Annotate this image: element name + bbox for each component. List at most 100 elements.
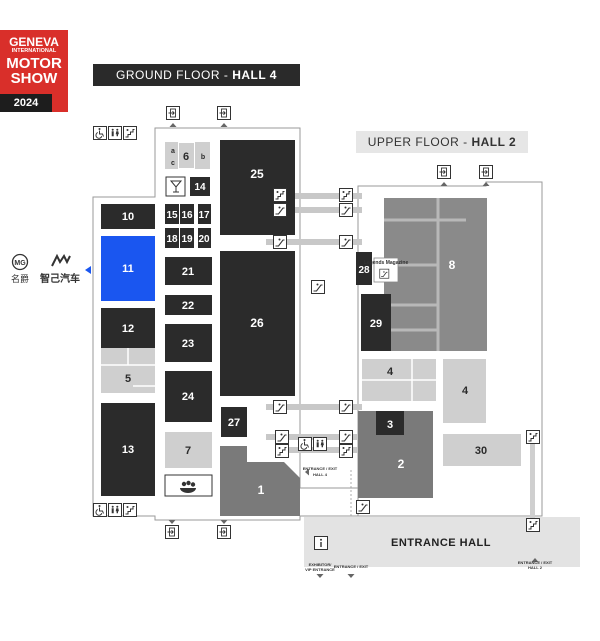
stairs-icon	[526, 430, 540, 444]
stand-25-block[interactable]	[220, 140, 295, 235]
stairs-icon	[275, 444, 289, 458]
upper-floor-label: UPPER FLOOR -	[367, 135, 472, 149]
ground-floor-banner: GROUND FLOOR - HALL 4	[93, 64, 300, 86]
stand-22-block[interactable]	[165, 295, 212, 315]
stand-29-block[interactable]	[361, 294, 391, 351]
exit-door-icon[interactable]	[165, 525, 179, 539]
stand-15-block[interactable]	[165, 204, 179, 224]
stand-29: 29	[370, 318, 382, 330]
stand-21: 21	[182, 266, 194, 278]
stand-24-block[interactable]	[165, 371, 212, 422]
escalator-icon	[274, 429, 290, 445]
stand-11-block[interactable]	[101, 236, 155, 301]
pointer-arrow-icon	[85, 266, 91, 274]
stand-13-block[interactable]	[101, 403, 155, 496]
entrance-exit-hall4-line2: HALL 4	[313, 472, 328, 477]
logo-line-show: SHOW	[10, 70, 58, 87]
stand-10-block[interactable]	[101, 204, 155, 229]
stand-26: 26	[250, 316, 264, 330]
upper-floor-banner: UPPER FLOOR - HALL 2	[356, 131, 528, 153]
legends-magazine-label: Legends Magazine	[364, 260, 409, 266]
stand-17-block[interactable]	[198, 204, 211, 224]
arrow-down-icon	[220, 520, 228, 524]
exit-door-icon[interactable]	[437, 165, 451, 179]
stand-13: 13	[122, 444, 134, 456]
hall4-label: HALL 4	[232, 68, 277, 82]
stand-30-block[interactable]	[443, 434, 521, 466]
stand-18: 18	[166, 234, 178, 245]
stand-c: c	[171, 160, 175, 167]
entrance-exit-hall2-line2: HALL 2	[528, 565, 543, 570]
logo-line-geneva: GENEVA	[9, 35, 59, 49]
stand-24: 24	[182, 391, 195, 403]
entrance-labels: ENTRANCE / EXIT HALL 4 EXHIBITOR/ VIP EN…	[303, 466, 553, 572]
stand-4a: 4	[387, 366, 394, 378]
stand-26-block[interactable]	[220, 251, 295, 396]
food-area-box	[164, 474, 213, 497]
stand-22: 22	[182, 300, 194, 312]
stand-20-block[interactable]	[198, 228, 211, 248]
arrow-down-icon	[316, 574, 324, 578]
stand-1-block[interactable]	[220, 446, 300, 516]
stand-10: 10	[122, 211, 134, 223]
stand-8: 8	[449, 258, 456, 272]
stairs-icon	[123, 503, 137, 517]
arrow-down-icon	[168, 520, 176, 524]
im-logo-name: 智己汽车	[40, 272, 80, 285]
stand-14-block[interactable]	[190, 177, 210, 196]
stand-16-block[interactable]	[180, 204, 194, 224]
exhibitor-entrance-line1: EXHIBITOR/	[309, 562, 333, 567]
stand-19-block[interactable]	[180, 228, 194, 248]
exit-door-icon[interactable]	[166, 106, 180, 120]
stand-14: 14	[194, 182, 206, 193]
stand-labels: 10 11 12 13 14 15 16 17 18 19 20 21 22 2…	[122, 167, 456, 497]
im-logo: 智己汽车	[40, 253, 80, 285]
exhibitor-entrance-line2: VIP ENTRANCE	[305, 567, 335, 572]
exit-door-icon[interactable]	[479, 165, 493, 179]
stand-27: 27	[228, 417, 240, 429]
stand-18-block[interactable]	[165, 228, 179, 248]
escalator-icon	[272, 234, 288, 250]
stand-17: 17	[198, 210, 210, 221]
stand-6: 6	[183, 151, 189, 163]
stand-28-block[interactable]	[356, 252, 372, 285]
exit-door-icon[interactable]	[217, 525, 231, 539]
stand-12: 12	[122, 323, 134, 335]
stand-28: 28	[358, 265, 370, 276]
stairs-icon	[339, 444, 353, 458]
stand-7: 7	[185, 445, 191, 457]
stand-3-block[interactable]	[376, 411, 404, 435]
stairs-icon	[526, 518, 540, 532]
stand-23-block[interactable]	[165, 324, 212, 362]
escalator-icon	[310, 279, 326, 295]
food-icon	[180, 480, 196, 493]
stand-5: 5	[125, 373, 131, 385]
arrow-up-icon	[220, 123, 228, 127]
stand-4b: 4	[462, 385, 469, 397]
mg-logo: MG 名爵	[11, 253, 29, 284]
stand-16: 16	[181, 210, 193, 221]
escalator-icon	[338, 234, 354, 250]
entrance-exit-hall2-line1: ENTRANCE / EXIT	[518, 560, 553, 565]
stand-21-block[interactable]	[165, 257, 212, 285]
stand-b: b	[201, 154, 205, 161]
accessible-icon	[298, 437, 312, 451]
stand-19: 19	[181, 234, 193, 245]
stand-a: a	[171, 148, 175, 155]
stand-4b-block[interactable]	[443, 359, 486, 423]
hall4-stands	[101, 140, 300, 516]
arrow-up-icon	[440, 182, 448, 186]
stand-7-block[interactable]	[165, 432, 212, 468]
escalator-icon	[338, 399, 354, 415]
stand-1: 1	[258, 483, 265, 497]
stand-27-block[interactable]	[221, 407, 247, 437]
accessible-icon	[93, 126, 107, 140]
stand-20: 20	[198, 234, 210, 245]
restroom-icon	[108, 126, 122, 140]
arrow-up-icon	[169, 123, 177, 127]
stand-12-block[interactable]	[101, 308, 155, 348]
exit-door-icon[interactable]	[217, 106, 231, 120]
entrance-exit-hall4-line1: ENTRANCE / EXIT	[303, 466, 338, 471]
stand-2: 2	[398, 457, 405, 471]
